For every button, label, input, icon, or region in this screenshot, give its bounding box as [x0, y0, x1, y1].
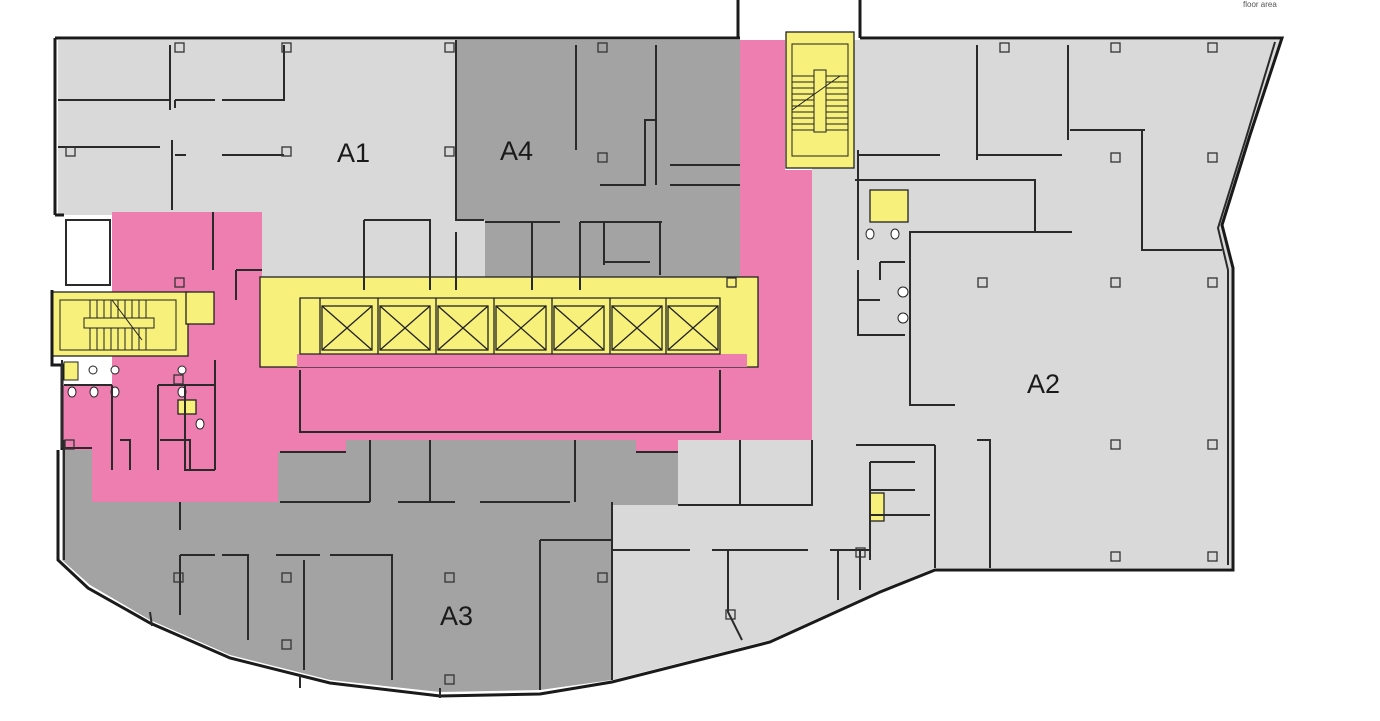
- zone-label-a3: A3: [440, 601, 473, 631]
- staircase-icon: [59, 43, 849, 351]
- structural-columns: [64, 42, 1218, 685]
- zone-label-a4: A4: [500, 136, 533, 166]
- lift-icon: [299, 297, 721, 355]
- zone-label-a1: A1: [337, 138, 370, 168]
- interior-walls: [58, 40, 1222, 690]
- outer-walls: [50, 0, 1285, 698]
- zone-a4-area: [456, 40, 740, 290]
- zone-a2-area: [612, 40, 1280, 680]
- circulation-area: [62, 40, 812, 502]
- zone-a1-area: [58, 40, 485, 290]
- zone-label-a2: A2: [1027, 369, 1060, 399]
- legend-note: floor area: [1243, 0, 1277, 9]
- lift-core: [259, 276, 759, 368]
- west-stair-core: [51, 291, 189, 357]
- wc-fixture-icon: [67, 228, 909, 430]
